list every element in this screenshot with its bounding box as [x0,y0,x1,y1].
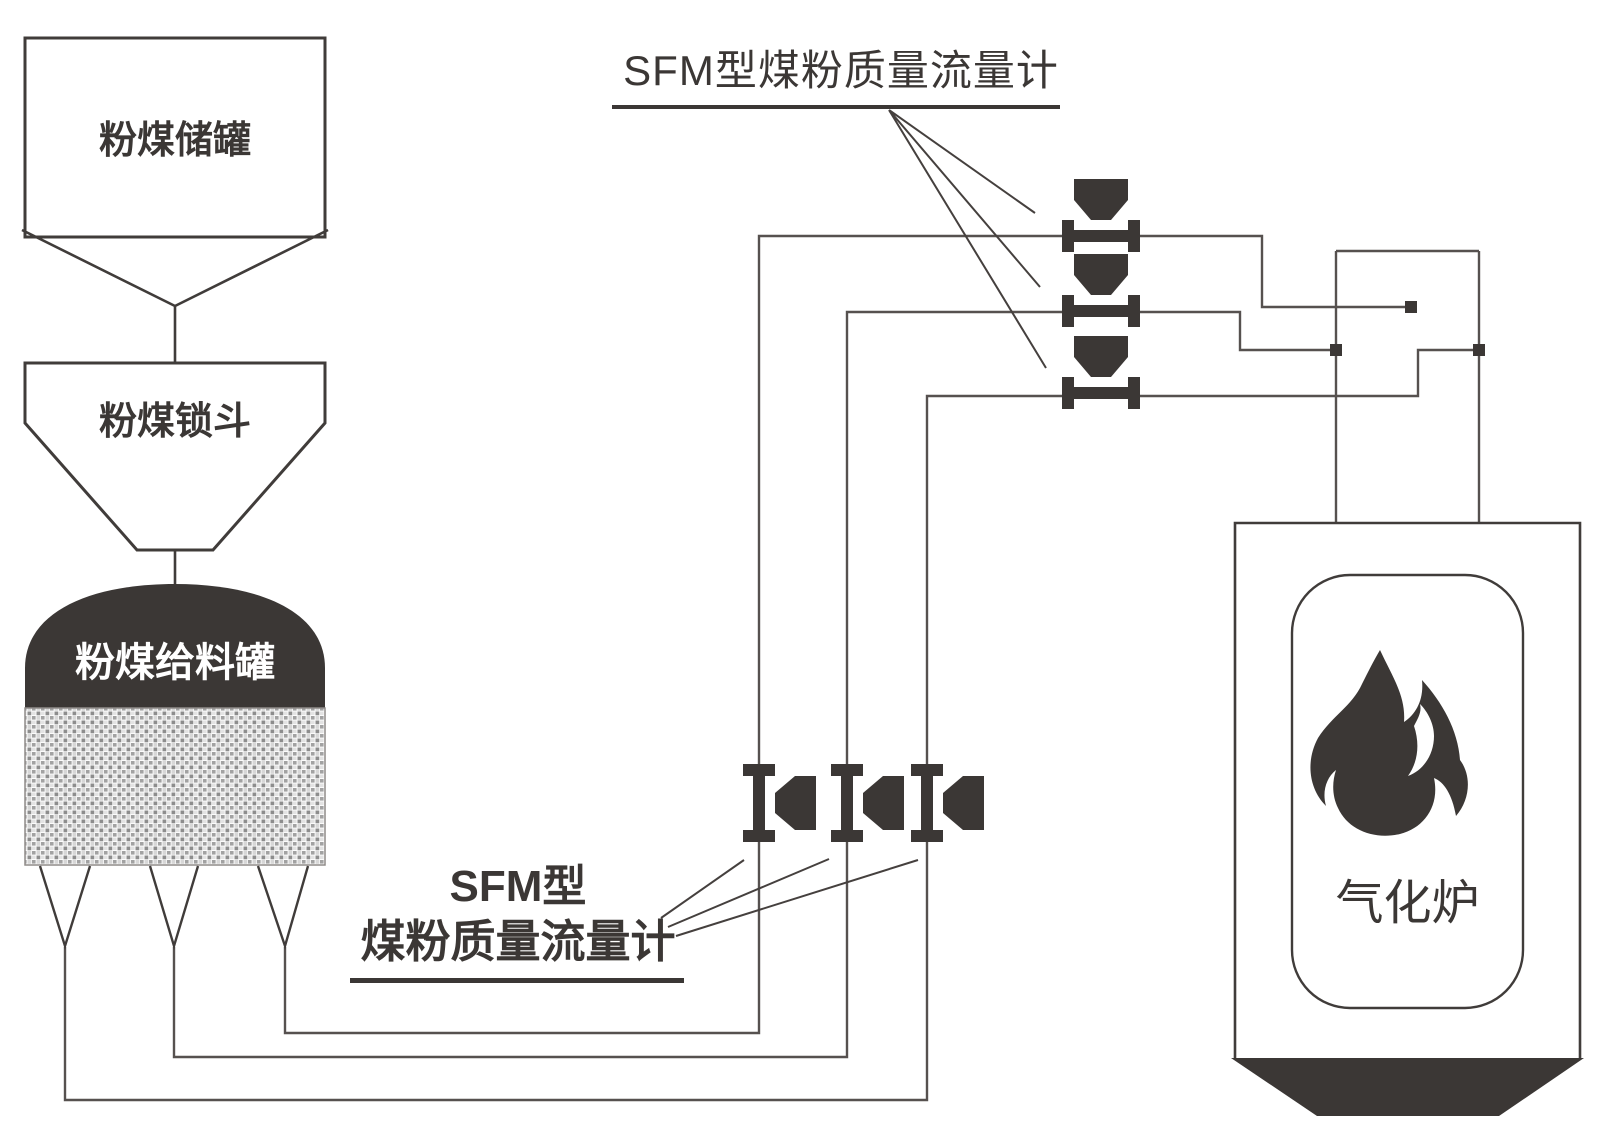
top-flowmeter-underline [612,105,1060,109]
burner-node-icon [1473,344,1485,356]
feed-tank-body-texture [24,707,326,866]
flow-meter-icon [1062,179,1140,252]
burner-connection-nodes [1330,301,1485,356]
top-label-leader-lines [888,109,1047,369]
pipe-line-2 [172,310,1331,1059]
storage-tank-shape [21,36,329,363]
lock-hopper-label: 粉煤锁斗 [98,401,251,444]
bottom-flowmeter-label-line1: SFM型 [449,861,587,911]
flow-meters [743,179,1140,842]
flame-icon [1310,650,1468,836]
flow-meter-icon [1062,254,1140,327]
feed-tank-outlet-funnels [38,865,310,951]
gasifier-shell [1233,521,1582,1059]
flow-meter-icon [831,764,904,842]
flow-meter-icon [1062,336,1140,409]
gasifier-inlet-manifold [1334,249,1481,523]
feed-tank-shape [24,584,326,951]
storage-tank-label: 粉煤储罐 [98,120,251,163]
gasifier-base [1231,1058,1584,1116]
pipe-lines [63,234,1481,1102]
bottom-flowmeter-underline [350,978,684,983]
flow-meter-icon [743,764,816,842]
pipe-line-1 [283,234,1406,1035]
flow-meter-icon [911,764,984,842]
label-leaders [660,109,1047,937]
lock-hopper-shape [23,361,327,590]
pipe-line-3 [63,348,1474,1102]
bottom-label-leader-lines [660,858,919,937]
feed-tank-dome [25,584,325,708]
burner-node-icon [1405,301,1417,313]
feed-tank-label: 粉煤给料罐 [75,641,275,685]
top-flowmeter-label: SFM型煤粉质量流量计 [623,46,1059,94]
gasifier-shape [1231,521,1584,1116]
gasifier-label: 气化炉 [1335,876,1480,930]
burner-node-icon [1330,344,1342,356]
bottom-flowmeter-label-line2: 煤粉质量流量计 [360,916,676,968]
